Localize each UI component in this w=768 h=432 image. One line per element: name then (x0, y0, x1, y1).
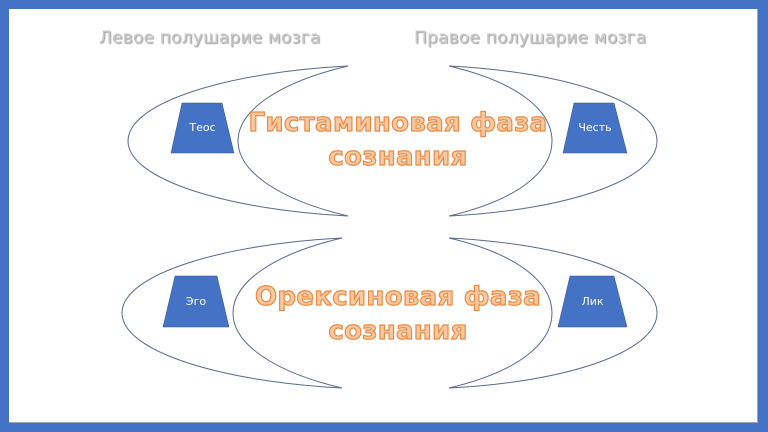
orexin-phase-title: Орексиновая фаза сознания (240, 280, 556, 348)
trapezoid-label-top-right: Честь (578, 121, 612, 134)
trapezoid-label-bottom-left: Эго (185, 295, 207, 308)
left-hemisphere-label: Левое полушарие мозга (99, 28, 321, 48)
histamine-phase-title: Гистаминовая фаза сознания (240, 106, 556, 174)
right-hemisphere-label: Правое полушарие мозга (414, 28, 647, 48)
trapezoid-bottom-right[interactable] (557, 275, 628, 328)
histamine-phase-line2: сознания (328, 141, 468, 172)
trapezoid-top-left[interactable] (170, 102, 235, 154)
histamine-phase-line1: Гистаминовая фаза (248, 107, 548, 138)
trapezoid-bottom-left[interactable] (162, 275, 230, 328)
trapezoid-label-bottom-right: Лик (581, 295, 604, 308)
trapezoid-label-top-left: Теос (189, 121, 216, 134)
crescent-bottom-right[interactable] (448, 237, 658, 389)
slide-canvas (9, 9, 758, 423)
orexin-phase-line2: сознания (328, 315, 468, 346)
crescent-bottom-left[interactable] (121, 237, 343, 389)
orexin-phase-line1: Орексиновая фаза (254, 281, 541, 312)
trapezoid-top-right[interactable] (562, 102, 628, 154)
